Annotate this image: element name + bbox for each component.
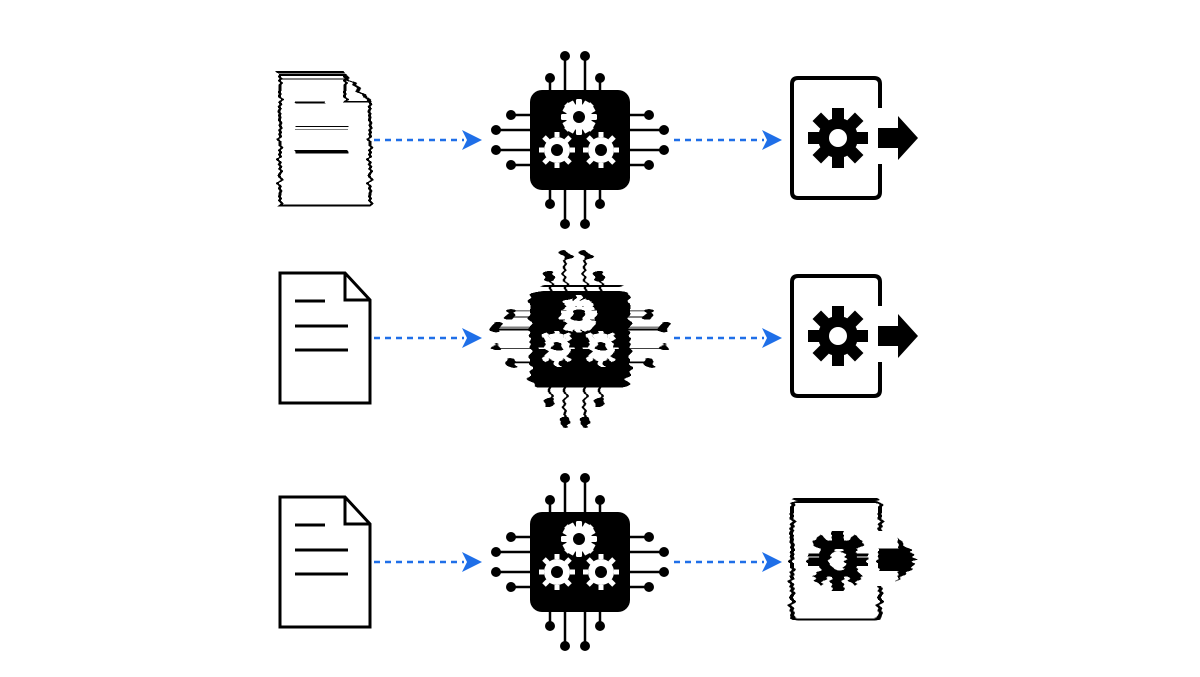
gear-export-icon [780, 70, 930, 210]
dashed-arrow-icon [372, 128, 484, 152]
gear-export-icon [780, 268, 930, 408]
dashed-arrow-icon [672, 550, 784, 574]
dashed-arrow-icon [672, 326, 784, 350]
pipeline-row-2 [0, 268, 1200, 438]
document-icon [270, 268, 380, 408]
pipeline-row-1 [0, 70, 1200, 240]
chip-gears-icon [480, 238, 680, 438]
document-icon [270, 492, 380, 632]
pipeline-row-3 [0, 492, 1200, 662]
dashed-arrow-icon [372, 550, 484, 574]
dashed-arrow-icon [672, 128, 784, 152]
document-icon [270, 70, 380, 210]
chip-gears-icon [480, 462, 680, 662]
chip-gears-icon [480, 40, 680, 240]
dashed-arrow-icon [372, 326, 484, 350]
gear-export-icon [780, 492, 930, 632]
